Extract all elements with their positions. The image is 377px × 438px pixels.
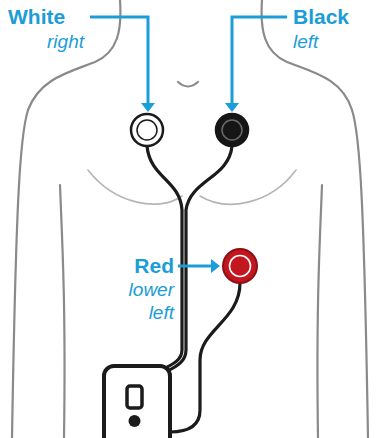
electrode-name: Red	[114, 254, 174, 278]
electrode-white	[131, 114, 163, 146]
electrode-red	[223, 249, 257, 283]
electrode-side: right	[8, 30, 84, 53]
callout-arrow-white	[90, 17, 148, 104]
electrode-name: White	[8, 5, 86, 29]
arrowhead	[211, 259, 220, 273]
callout-arrow-black	[232, 17, 287, 104]
electrode-side: left	[293, 30, 353, 53]
chest-line-left	[88, 170, 182, 204]
lead-wire-red	[170, 283, 240, 432]
electrode-name: Black	[293, 5, 371, 29]
arrowhead	[225, 103, 239, 112]
torso-side-left	[60, 185, 65, 438]
electrode-black	[216, 114, 248, 146]
arrowhead	[141, 103, 155, 112]
torso-side-right	[317, 185, 322, 438]
body-outline-right	[262, 0, 368, 438]
electrode-side: lower left	[110, 278, 174, 324]
callout-arrow-red	[178, 265, 212, 268]
collarbone-notch	[178, 82, 198, 87]
monitor-device	[104, 366, 170, 438]
